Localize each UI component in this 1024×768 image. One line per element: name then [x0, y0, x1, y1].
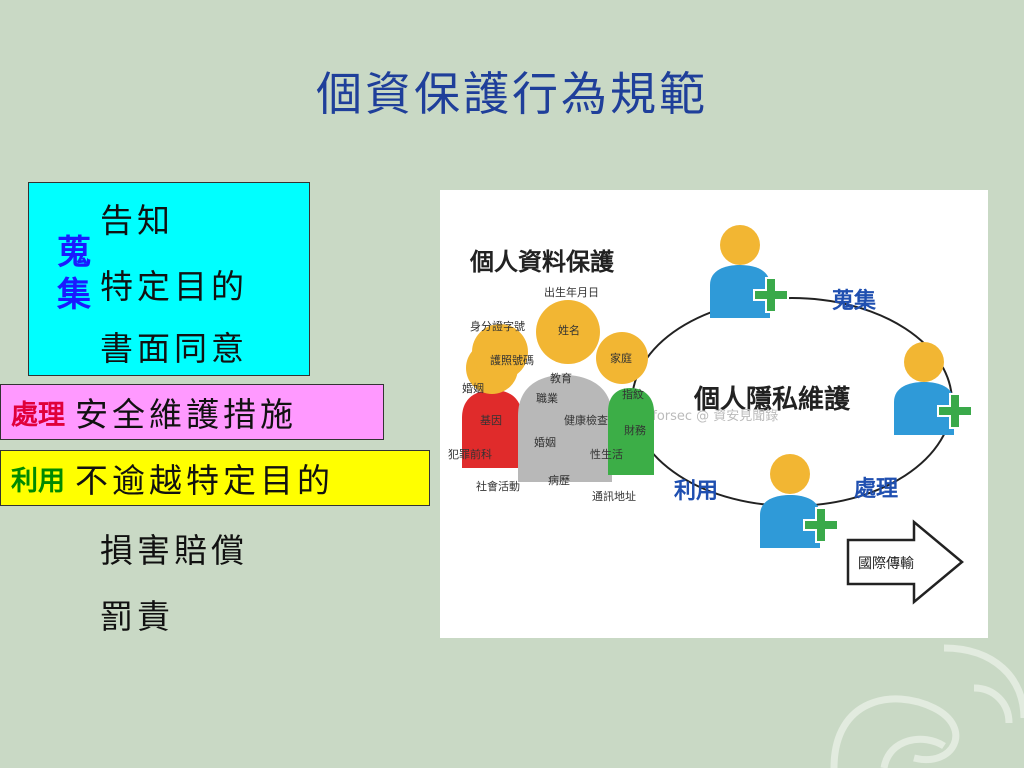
corner-ornament [830, 644, 1024, 768]
label-passport: 護照號碼 [490, 353, 534, 367]
diagram-watermark: jackforsec @ 資安見聞錄 [625, 409, 778, 424]
label-contact: 通訊地址 [592, 489, 636, 503]
collect-item-consent: 書面同意 [100, 329, 248, 368]
collect-item-purpose: 特定目的 [100, 267, 248, 306]
process-text: 安全維護措施 [75, 395, 297, 434]
label-finance: 財務 [624, 423, 646, 437]
item-penalty: 罰責 [100, 597, 174, 636]
transfer-label: 國際傳輸 [858, 556, 914, 572]
slide-title: 個資保護行為規範 [316, 67, 708, 121]
label-sex-life: 性生活 [590, 447, 623, 461]
cycle-collect-label: 蒐集 [832, 288, 877, 314]
cycle-use-label: 利用 [674, 479, 718, 504]
label-marital: 婚姻 [534, 435, 556, 449]
diagram-center-text: 個人隱私維護 [693, 384, 851, 415]
label-fingerprint: 指紋 [622, 387, 644, 401]
label-id-number: 身分證字號 [470, 319, 525, 333]
right-person-icon [894, 342, 973, 435]
process-label: 處理 [11, 399, 65, 431]
label-social: 社會活動 [476, 479, 520, 493]
use-label: 利用 [11, 465, 65, 497]
diagram-title: 個人資料保護 [469, 248, 615, 276]
label-name: 姓名 [558, 323, 580, 337]
transfer-arrow-icon [846, 519, 964, 605]
collect-item-notify: 告知 [100, 201, 174, 240]
process-person-icon [760, 454, 839, 548]
label-family: 家庭 [610, 351, 632, 365]
use-box: 利用 不逾越特定目的 [0, 450, 430, 506]
label-education: 教育 [550, 371, 572, 385]
privacy-diagram: 個人資料保護 個人隱私維護 jackforsec @ 資安見聞錄 出生年月日 身… [440, 190, 988, 638]
label-occupation: 職業 [536, 392, 558, 405]
label-medical: 病歷 [548, 473, 570, 487]
item-compensation: 損害賠償 [100, 531, 248, 570]
label-criminal: 犯罪前科 [448, 447, 492, 461]
cycle-process-label: 處理 [854, 477, 898, 502]
label-marriage: 婚姻 [462, 381, 484, 395]
label-gene: 基因 [480, 414, 502, 427]
label-birthdate: 出生年月日 [544, 285, 599, 299]
process-box: 處理 安全維護措施 [0, 384, 384, 440]
collect-label: 蒐集 [57, 233, 91, 315]
collect-person-icon [710, 225, 789, 318]
collect-box [28, 182, 310, 376]
use-text: 不逾越特定目的 [75, 461, 334, 500]
data-figures-icon [462, 300, 654, 482]
label-health: 健康檢查 [564, 413, 608, 427]
